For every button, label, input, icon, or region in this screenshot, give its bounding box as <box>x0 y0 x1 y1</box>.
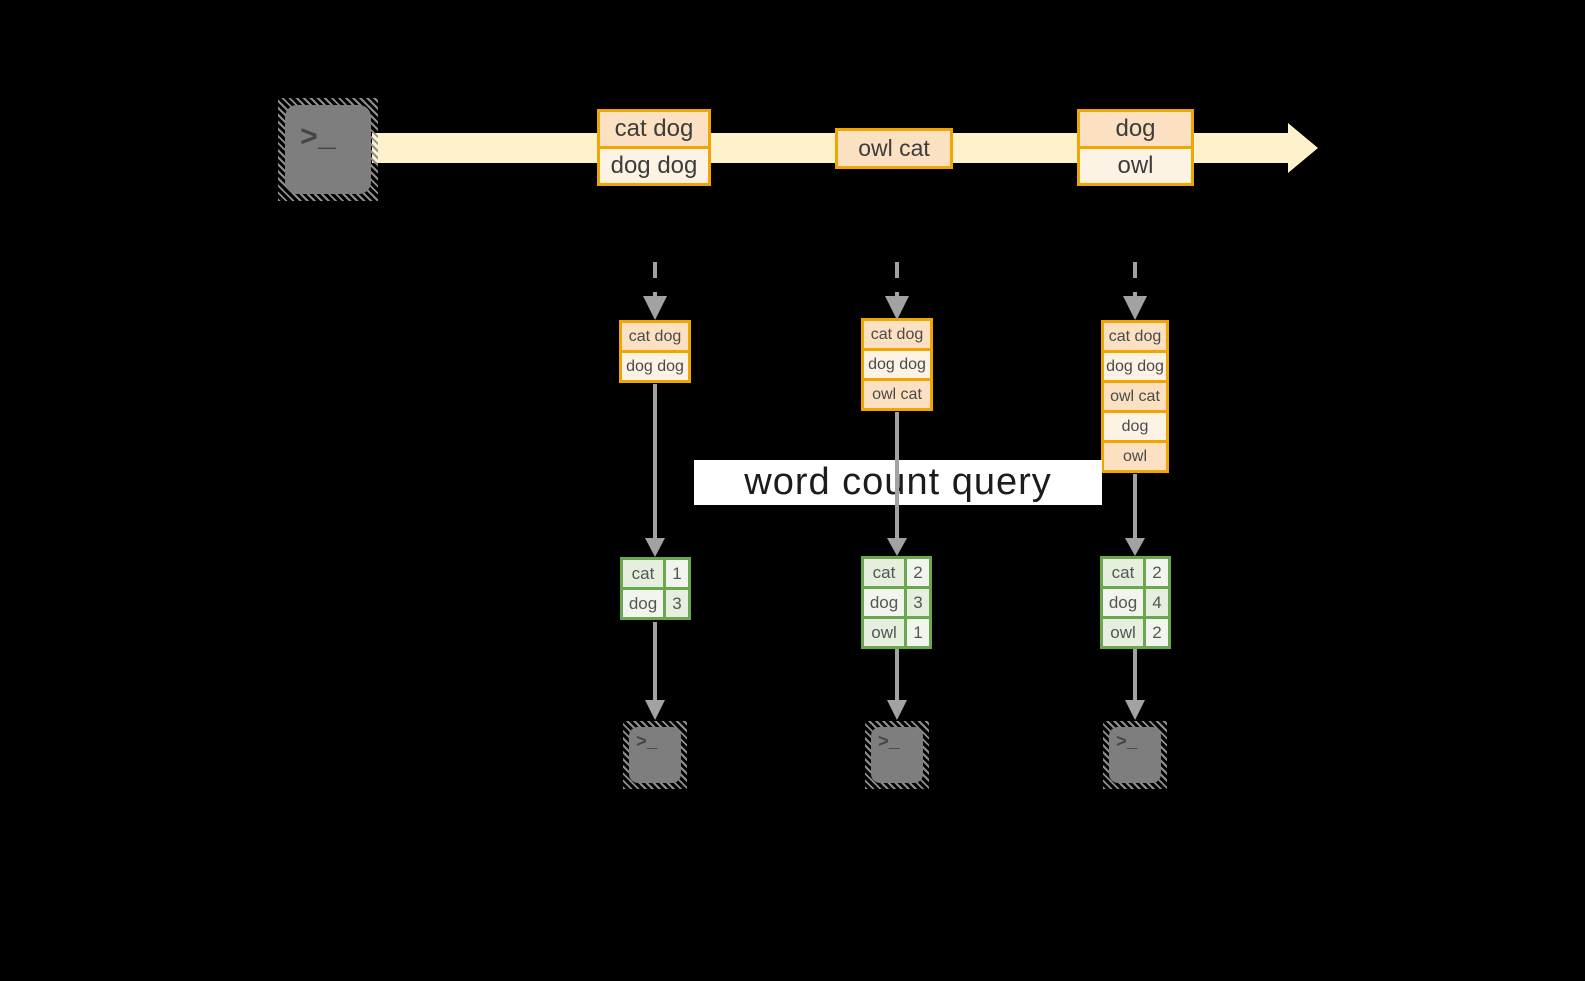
word-cell: dog <box>1103 589 1143 616</box>
terminal-screen <box>285 105 371 194</box>
batch-line-cell: cat dog <box>622 323 688 350</box>
stream-arrow-head-icon <box>1288 123 1318 173</box>
batch-line-cell: cat dog <box>1104 323 1166 350</box>
output-terminal-icon: >_ <box>623 721 687 789</box>
count-cell: 1 <box>666 560 688 587</box>
batch-line-cell: owl cat <box>838 131 950 166</box>
terminal-screen <box>1109 727 1161 783</box>
batch-line-cell: cat dog <box>600 112 708 146</box>
batch-line-cell: owl cat <box>1104 383 1166 410</box>
output-terminal-icon: >_ <box>1103 721 1167 789</box>
batch-line-cell: dog <box>1080 112 1191 146</box>
batch-line-cell: dog dog <box>622 353 688 380</box>
query-arrow <box>1125 474 1145 556</box>
count-cell: 1 <box>907 619 929 646</box>
count-cell: 2 <box>1146 559 1168 586</box>
batch-line-cell: owl <box>1104 443 1166 470</box>
terminal-screen <box>629 727 681 783</box>
terminal-prompt-glyph: >_ <box>636 733 658 753</box>
terminal-screen <box>871 727 923 783</box>
count-cell: 2 <box>1146 619 1168 646</box>
batch-line-cell: owl <box>1080 149 1191 183</box>
count-cell: 3 <box>907 589 929 616</box>
count-cell: 4 <box>1146 589 1168 616</box>
word-cell: cat <box>864 559 904 586</box>
dashed-arrow <box>885 262 909 320</box>
dashed-arrow <box>643 262 667 320</box>
count-cell: 3 <box>666 590 688 617</box>
output-arrow <box>1125 649 1145 720</box>
output-arrow <box>887 649 907 720</box>
batch-line-cell: dog dog <box>1104 353 1166 380</box>
accumulated-input-stack: cat dog dog dog owl cat dog owl <box>1101 320 1169 473</box>
word-count-query-banner: word count query <box>694 460 1102 505</box>
word-cell: dog <box>864 589 904 616</box>
word-cell: dog <box>623 590 663 617</box>
batch-line-cell: owl cat <box>864 381 930 408</box>
batch-line-cell: dog dog <box>600 149 708 183</box>
accumulated-input-stack: cat dog dog dog owl cat <box>861 318 933 411</box>
dashed-arrow <box>1123 262 1147 320</box>
terminal-prompt-glyph: >_ <box>1116 733 1138 753</box>
output-arrow <box>645 622 665 720</box>
batch-line-cell: cat dog <box>864 321 930 348</box>
accumulated-input-stack: cat dog dog dog <box>619 320 691 383</box>
count-cell: 2 <box>907 559 929 586</box>
word-cell: owl <box>1103 619 1143 646</box>
source-terminal-icon: >_ <box>278 98 378 201</box>
batch-line-cell: dog dog <box>864 351 930 378</box>
query-arrow <box>645 384 665 557</box>
output-terminal-icon: >_ <box>865 721 929 789</box>
batch-line-cell: dog <box>1104 413 1166 440</box>
word-cell: owl <box>864 619 904 646</box>
word-cell: cat <box>623 560 663 587</box>
terminal-prompt-glyph: >_ <box>300 122 337 156</box>
terminal-prompt-glyph: >_ <box>878 733 900 753</box>
word-cell: cat <box>1103 559 1143 586</box>
stream-batch-box: owl cat <box>835 128 953 169</box>
